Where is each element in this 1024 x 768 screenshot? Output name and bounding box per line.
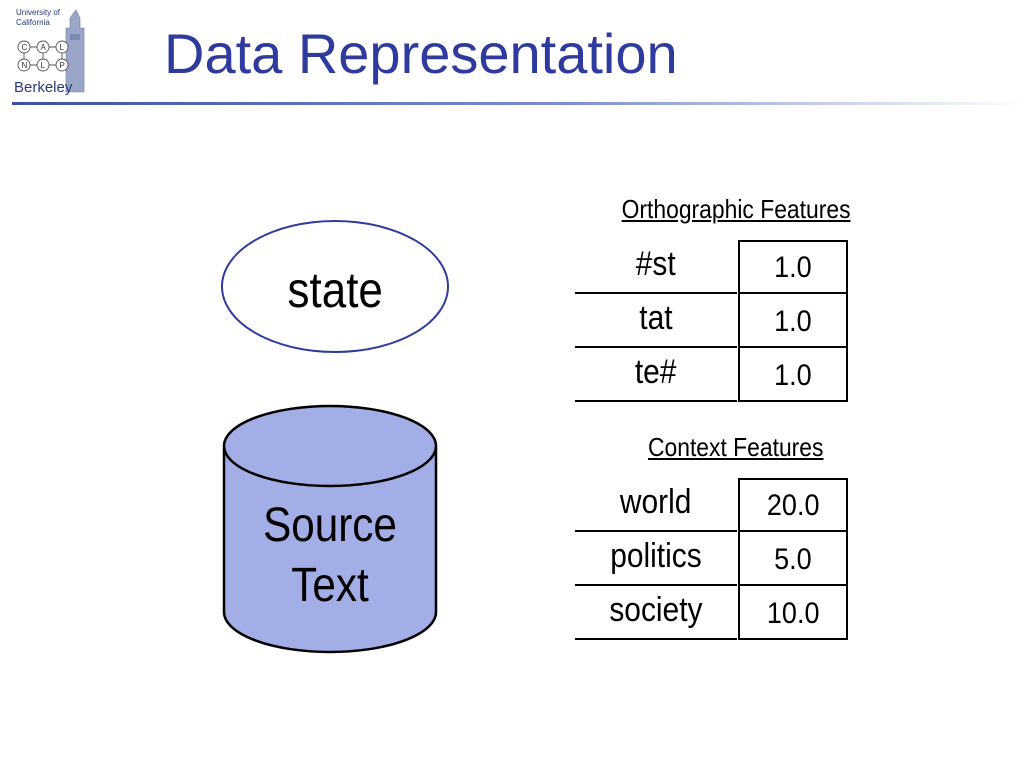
logo-node-p: P — [60, 61, 65, 70]
feature-row: #st 1.0 — [575, 240, 848, 294]
feature-value: 10.0 — [738, 586, 848, 640]
logo-node-a: A — [41, 43, 47, 52]
word-label: state — [287, 261, 383, 318]
logo-line-2: California — [16, 18, 50, 27]
word-ellipse: state — [221, 220, 449, 353]
feature-row: tat 1.0 — [575, 294, 848, 348]
feature-value: 5.0 — [738, 532, 848, 586]
context-features-title: Context Features — [647, 432, 824, 462]
feature-name: tat — [575, 294, 737, 348]
orthographic-features-title: Orthographic Features — [621, 194, 851, 224]
berkeley-nlp-logo: University of California C A L N L P Ber… — [14, 8, 85, 96]
feature-row: world 20.0 — [575, 478, 848, 532]
feature-value: 1.0 — [738, 240, 848, 294]
logo-name: Berkeley — [14, 79, 73, 96]
logo-line-1: University of — [16, 8, 61, 17]
feature-name: world — [575, 478, 737, 532]
feature-name: society — [575, 586, 737, 640]
feature-value: 20.0 — [738, 478, 848, 532]
logo-node-c: C — [22, 43, 28, 52]
logo-node-l1: L — [60, 43, 65, 52]
logo-node-l2: L — [41, 61, 46, 70]
source-text-cylinder-icon — [222, 404, 438, 654]
feature-row: society 10.0 — [575, 586, 848, 640]
feature-value: 1.0 — [738, 348, 848, 402]
feature-row: te# 1.0 — [575, 348, 848, 402]
feature-row: politics 5.0 — [575, 532, 848, 586]
feature-name: te# — [575, 348, 737, 402]
feature-name: #st — [575, 240, 737, 294]
logo-node-n: N — [22, 61, 28, 70]
feature-value: 1.0 — [738, 294, 848, 348]
source-text-line-2: Text — [291, 559, 369, 612]
logo-nodes — [17, 40, 69, 72]
source-text-line-1: Source — [263, 499, 397, 552]
title-divider — [12, 102, 1024, 105]
feature-name: politics — [575, 532, 737, 586]
cylinder-body — [222, 448, 438, 654]
campanile-icon — [65, 9, 85, 93]
context-features-table: world 20.0 politics 5.0 society 10.0 — [575, 478, 848, 640]
slide-title: Data Representation — [164, 22, 678, 85]
cylinder-top — [222, 404, 438, 488]
source-text-label: Source Text — [222, 496, 438, 616]
orthographic-features-table: #st 1.0 tat 1.0 te# 1.0 — [575, 240, 848, 402]
